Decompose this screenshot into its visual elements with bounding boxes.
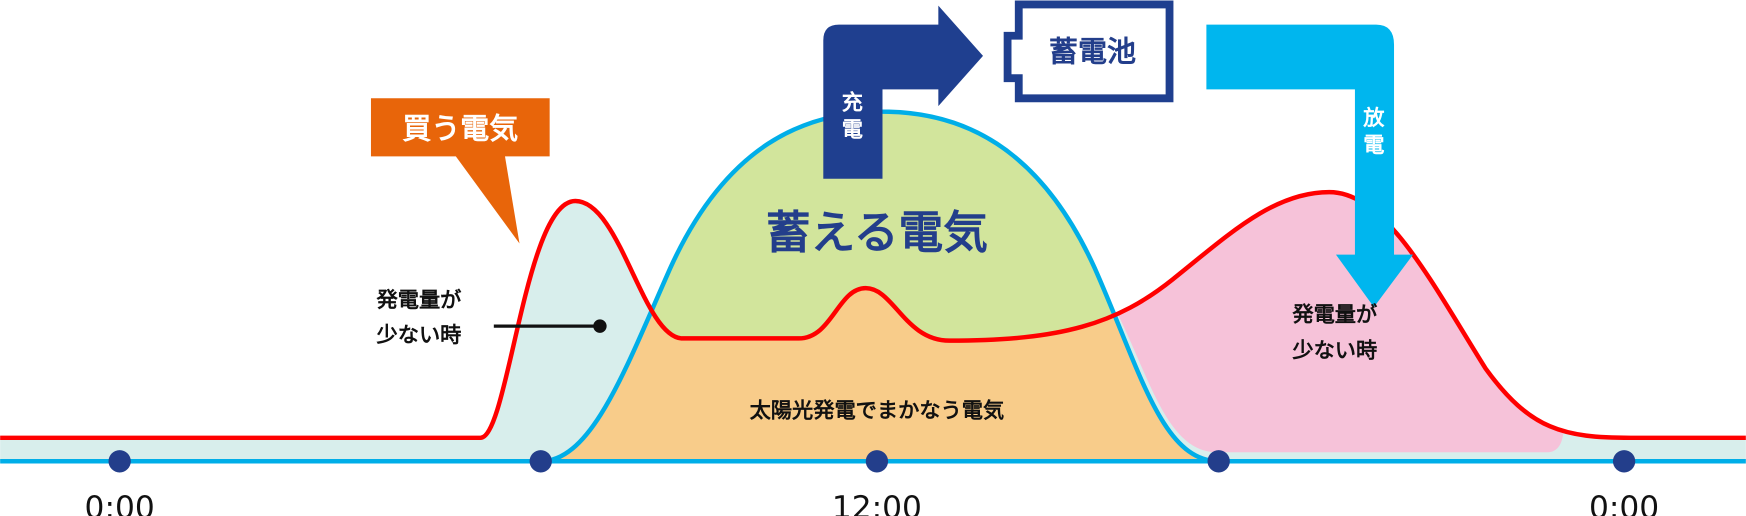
time-label-noon: 12:00 xyxy=(832,490,922,516)
charge-label-2: 電 xyxy=(842,117,863,142)
low-generation-label-right-1: 発電量が xyxy=(1291,302,1378,328)
charge-arrow: 充 電 xyxy=(823,5,984,179)
time-dot xyxy=(108,450,131,473)
battery-icon: 蓄電池 xyxy=(1003,0,1174,103)
discharge-label-2: 電 xyxy=(1363,133,1384,158)
time-dot xyxy=(865,450,889,473)
buy-electricity-callout: 買う電気 xyxy=(370,98,550,244)
time-dot xyxy=(1612,450,1636,473)
battery-label: 蓄電池 xyxy=(1049,34,1136,68)
pointer-dot xyxy=(593,319,607,333)
consumption-line xyxy=(0,189,1746,441)
discharge-label-1: 放 xyxy=(1362,105,1385,131)
time-dot xyxy=(529,450,552,473)
discharge-arrow: 放 電 xyxy=(1206,24,1414,308)
charge-label-1: 充 xyxy=(842,89,863,115)
low-generation-label-left-2: 少ない時 xyxy=(376,323,462,348)
time-label-end: 0:00 xyxy=(1589,490,1659,516)
low-generation-label-right-2: 少ない時 xyxy=(1291,338,1377,363)
time-dot xyxy=(1207,450,1230,473)
solar-covered-label: 太陽光発電でまかなう電気 xyxy=(750,398,1005,424)
solar-covered-area xyxy=(540,192,1219,462)
stored-electricity-label: 蓄える電気 xyxy=(766,207,988,259)
low-generation-label-left-1: 発電量が xyxy=(376,287,463,313)
buy-electricity-label: 買う電気 xyxy=(402,111,518,145)
time-label-start: 0:00 xyxy=(85,490,155,516)
